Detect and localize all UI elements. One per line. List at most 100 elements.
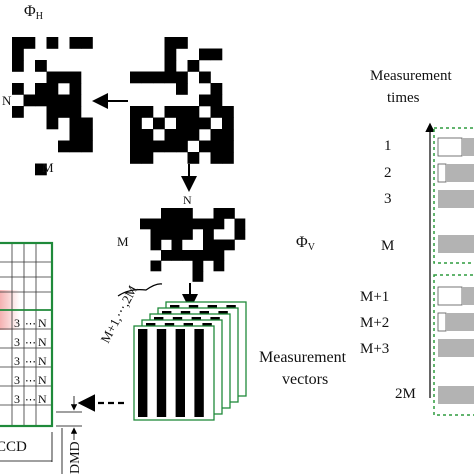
pattern-pixel bbox=[199, 71, 211, 84]
pattern-pixel bbox=[222, 106, 234, 118]
pattern-pixel bbox=[69, 117, 82, 130]
lower-dashed-box bbox=[433, 274, 474, 416]
pattern-pixel bbox=[12, 37, 24, 49]
m-label-middle: M bbox=[117, 234, 129, 249]
pattern-pixel bbox=[199, 94, 211, 107]
pattern-pixel bbox=[150, 218, 162, 230]
pattern-pixel bbox=[69, 129, 82, 141]
pattern-pixel bbox=[210, 83, 223, 95]
stripe bbox=[194, 329, 204, 417]
pattern-pixel bbox=[164, 37, 177, 49]
ccd-grid: 3⋯N3⋯N3⋯N3⋯N3⋯N bbox=[0, 241, 54, 428]
ccd-label: CCD bbox=[0, 439, 27, 455]
pattern-pixel bbox=[224, 239, 235, 251]
time-bar-gray bbox=[462, 287, 474, 305]
pattern-pixel bbox=[182, 208, 193, 219]
measurement-times-line1: Measurement bbox=[370, 68, 452, 84]
pattern-pixel bbox=[203, 250, 214, 261]
grid-cell-3: 3 bbox=[14, 335, 20, 349]
pattern-pixel bbox=[35, 60, 47, 72]
grid-cell-n: N bbox=[38, 335, 47, 349]
pattern-pixel bbox=[35, 163, 47, 176]
pattern-pixel bbox=[153, 117, 165, 130]
time-bar-gray bbox=[438, 339, 474, 357]
pattern-pixel bbox=[58, 94, 70, 107]
grid-cell-3: 3 bbox=[14, 316, 20, 330]
pattern-pixel bbox=[46, 106, 59, 118]
grid-cell-ellipsis: ⋯ bbox=[25, 337, 36, 349]
pattern-pixel bbox=[182, 250, 193, 261]
m-label-top-left: M bbox=[42, 160, 54, 175]
pattern-pixel bbox=[187, 106, 200, 118]
grid-border bbox=[0, 241, 54, 428]
pattern-pixel bbox=[210, 152, 223, 164]
pattern-pixel bbox=[187, 129, 200, 141]
grid-cell-n: N bbox=[38, 373, 47, 387]
grid-cell-3: 3 bbox=[14, 373, 20, 387]
pattern-pixel bbox=[23, 94, 36, 107]
pattern-pixel bbox=[164, 129, 177, 141]
time-label-2: 2 bbox=[384, 165, 392, 181]
pattern-pixel bbox=[12, 83, 24, 95]
pattern-pixel bbox=[171, 229, 183, 240]
grid-cell-ellipsis: ⋯ bbox=[25, 356, 36, 368]
pattern-pixel bbox=[199, 140, 211, 153]
pattern-pixel bbox=[203, 218, 214, 230]
pattern-pixel bbox=[141, 106, 154, 118]
pattern-pixel bbox=[141, 71, 154, 84]
n-label-middle: N bbox=[183, 193, 192, 207]
time-label-m: M bbox=[381, 238, 394, 254]
pattern-pixel bbox=[23, 37, 36, 49]
pattern-pixel bbox=[222, 117, 234, 130]
pattern-pixel bbox=[164, 48, 177, 61]
measurement-vectors-line1: Measurement bbox=[259, 349, 347, 366]
time-bar-gray bbox=[462, 138, 474, 156]
pattern-pixel bbox=[203, 229, 214, 240]
pattern-pixel bbox=[192, 250, 204, 261]
pattern-pixel bbox=[164, 140, 177, 153]
pattern-pixel bbox=[130, 71, 142, 84]
pattern-pixel bbox=[171, 208, 183, 219]
pattern-pixel bbox=[171, 239, 183, 251]
pattern-pixel bbox=[141, 129, 154, 141]
pattern-pixel bbox=[69, 140, 82, 153]
pattern-pixel bbox=[192, 260, 204, 272]
time-label-1: 1 bbox=[384, 138, 392, 154]
pattern-pixel bbox=[161, 208, 172, 219]
pattern-pixel bbox=[203, 239, 214, 251]
pattern-pixel bbox=[12, 106, 24, 118]
pattern-pixel bbox=[210, 106, 223, 118]
time-bar-white bbox=[437, 312, 447, 332]
pattern-pixel bbox=[222, 152, 234, 164]
stripe bbox=[156, 329, 167, 417]
n-label-top-left: N bbox=[2, 93, 12, 108]
pattern-pixel bbox=[140, 218, 151, 230]
pattern-pixel bbox=[210, 140, 223, 153]
grid-cell-ellipsis: ⋯ bbox=[25, 394, 36, 406]
pattern-pixel bbox=[69, 37, 82, 49]
pattern-pixel bbox=[69, 83, 82, 95]
pattern-pixel bbox=[210, 48, 223, 61]
pattern-pixel bbox=[46, 94, 59, 107]
grid-cell-3: 3 bbox=[14, 392, 20, 406]
pattern-pixel bbox=[46, 117, 59, 130]
pattern-pixel bbox=[213, 208, 225, 219]
pattern-pixel bbox=[46, 83, 59, 95]
pattern-pixel bbox=[69, 94, 82, 107]
pattern-pixel bbox=[130, 106, 142, 118]
pattern-pixel bbox=[176, 83, 188, 95]
pattern-pixel bbox=[164, 71, 177, 84]
pattern-pixel bbox=[35, 83, 47, 95]
grid-cell-n: N bbox=[38, 392, 47, 406]
pattern-pixel bbox=[192, 271, 204, 282]
stripe bbox=[138, 329, 148, 417]
time-label-2m: 2M bbox=[395, 386, 416, 402]
pattern-pixel bbox=[58, 140, 70, 153]
pattern-pixel bbox=[153, 71, 165, 84]
pattern-pixel bbox=[182, 218, 193, 230]
time-label-3: 3 bbox=[384, 191, 392, 207]
pattern-pixel bbox=[69, 71, 82, 84]
pattern-pixel bbox=[81, 37, 93, 49]
pattern-pixel bbox=[182, 229, 193, 240]
pattern-random-mask bbox=[130, 37, 234, 164]
